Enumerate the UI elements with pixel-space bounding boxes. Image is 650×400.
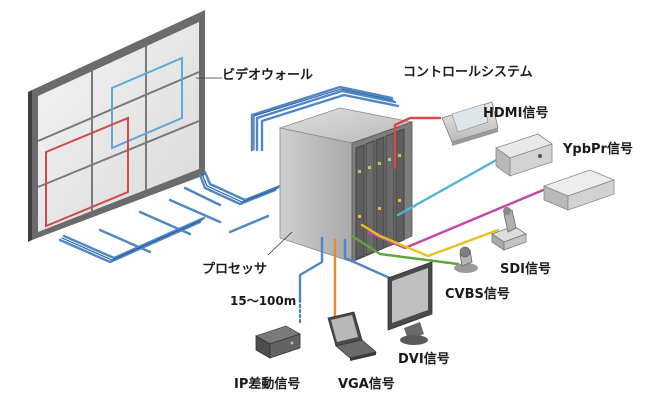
sdi-device [491, 207, 527, 251]
control-system-device [441, 101, 499, 146]
label-control-system: コントロールシステム [403, 65, 533, 80]
label-vga: VGA信号 [338, 377, 395, 392]
video-wall-screen [38, 22, 199, 232]
video-wall [28, 10, 205, 242]
cvbs-device [454, 246, 478, 273]
hdmi-cable [396, 156, 502, 217]
label-ip: IP差動信号 [234, 377, 301, 392]
label-sdi: SDI信号 [500, 262, 551, 277]
label-hdmi: HDMI信号 [483, 106, 549, 121]
label-ypbpr: YpbPr信号 [563, 142, 633, 157]
hdmi-device [495, 133, 553, 177]
sdi-cable [360, 223, 500, 258]
ip-cable [298, 236, 324, 302]
control-cable [393, 116, 442, 170]
wall-window-blue [111, 56, 183, 150]
vga-device [327, 311, 377, 361]
label-dvi: DVI信号 [398, 352, 450, 367]
ypbpr-device [542, 169, 616, 211]
label-distance: 15～100m [230, 294, 297, 308]
label-processor: プロセッサ [202, 262, 268, 277]
processor [278, 107, 414, 263]
cvbs-cable [350, 234, 460, 266]
label-video-wall: ビデオウォール [222, 68, 314, 83]
ip-device [255, 325, 301, 359]
dvi-device [387, 261, 433, 345]
wall-window-red [45, 116, 129, 228]
cable-bundle-wall [58, 85, 400, 264]
label-cvbs: CVBS信号 [445, 287, 510, 302]
